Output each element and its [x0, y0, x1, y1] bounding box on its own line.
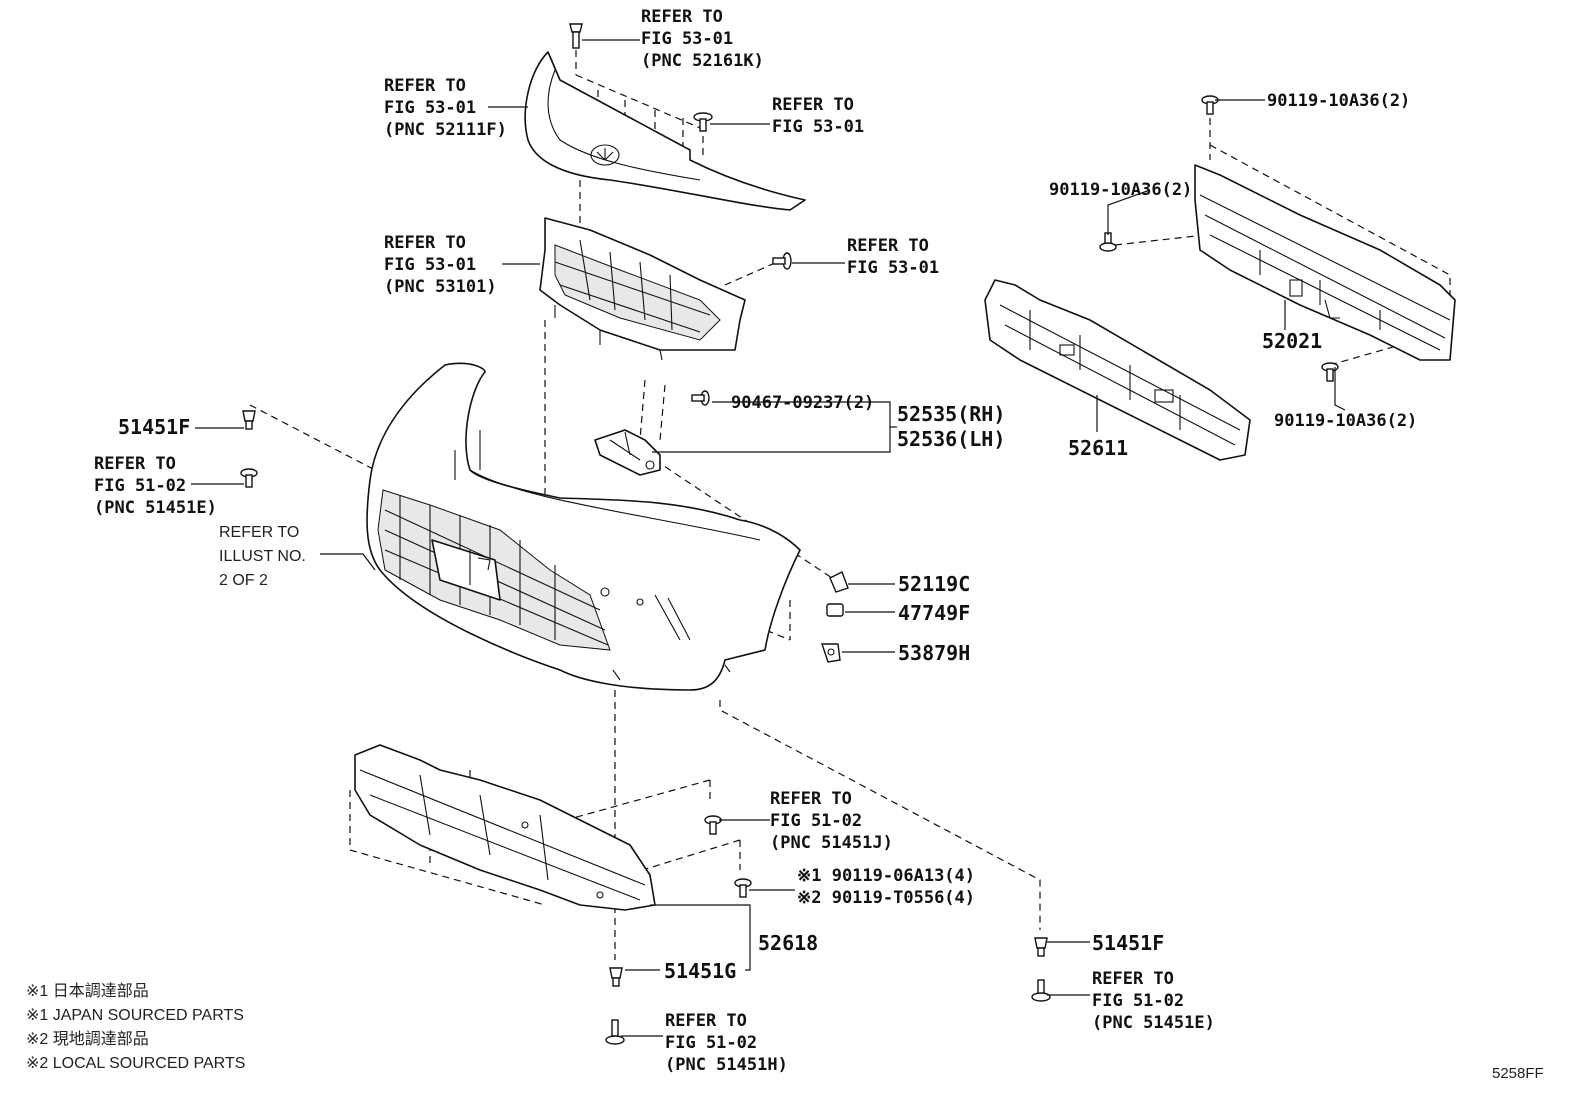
svg-text:FIG 53-01: FIG 53-01	[772, 117, 864, 137]
svg-text:FIG 51-02: FIG 51-02	[94, 476, 186, 496]
part-51451f-right: 51451F	[1092, 931, 1164, 955]
figure-code: 5258FF	[1492, 1065, 1544, 1082]
bolt-icon	[704, 815, 722, 835]
callout-ref-51451e-right: REFER TO FIG 51-02 (PNC 51451E)	[1092, 969, 1215, 1033]
callout-ref-illust: REFER TO ILLUST NO. 2 OF 2	[219, 524, 306, 589]
svg-text:FIG 53-01: FIG 53-01	[641, 29, 733, 49]
upper-reinforcement-beam	[1194, 164, 1456, 361]
svg-text:(PNC 51451J): (PNC 51451J)	[770, 833, 893, 853]
callout-ref-52161k: REFER TO FIG 53-01 (PNC 52161K)	[641, 7, 764, 71]
svg-text:REFER TO: REFER TO	[219, 524, 299, 541]
svg-text:REFER TO: REFER TO	[94, 454, 176, 474]
sourcing-legend: ※1 日本調達部品 ※1 JAPAN SOURCED PARTS ※2 現地調達…	[26, 982, 245, 1072]
svg-text:REFER TO: REFER TO	[1092, 969, 1174, 989]
svg-text:FIG 53-01: FIG 53-01	[384, 255, 476, 275]
part-52021: 52021	[1262, 329, 1322, 353]
callout-ref-53101: REFER TO FIG 53-01 (PNC 53101)	[384, 233, 497, 297]
part-90119-10a36-left: 90119-10A36(2)	[1049, 180, 1192, 200]
part-52119c: 52119C	[898, 572, 970, 596]
retainer-icon	[826, 603, 844, 617]
part-52536-lh: 52536(LH)	[897, 427, 1005, 451]
part-51451f-left: 51451F	[118, 415, 190, 439]
svg-text:REFER TO: REFER TO	[665, 1011, 747, 1031]
part-47749f: 47749F	[898, 601, 970, 625]
svg-text:(PNC 51451E): (PNC 51451E)	[1092, 1013, 1215, 1033]
part-90119-10a36-top: 90119-10A36(2)	[1267, 91, 1410, 111]
screw-icon	[691, 390, 710, 406]
screw-icon	[1321, 362, 1339, 382]
svg-text:REFER TO: REFER TO	[770, 789, 852, 809]
callout-labels: REFER TO FIG 53-01 (PNC 52161K) REFER TO…	[94, 7, 1417, 1075]
bolt-icon	[240, 468, 258, 488]
bumper-energy-absorber	[984, 279, 1251, 461]
bolt-icon	[1031, 979, 1051, 1002]
callout-ref-52111f: REFER TO FIG 53-01 (PNC 52111F)	[384, 76, 507, 140]
clip-icon	[609, 967, 623, 987]
radiator-grille-cover	[524, 51, 806, 211]
callout-ref-fig5301-upper: REFER TO FIG 53-01	[772, 95, 864, 137]
part-53879h: 53879H	[898, 641, 970, 665]
part-90119-10a36-bottom: 90119-10A36(2)	[1274, 411, 1417, 431]
callout-ref-fig5301-grille: REFER TO FIG 53-01	[847, 236, 939, 278]
bolt-icon	[605, 1019, 625, 1045]
front-bumper-cover	[366, 362, 801, 691]
fasteners	[240, 23, 1339, 1045]
part-90119-t0556: ※2 90119-T0556(4)	[797, 888, 975, 908]
screw-icon	[772, 252, 792, 270]
bolt-icon	[734, 878, 752, 898]
svg-text:REFER TO: REFER TO	[384, 76, 466, 96]
part-52535-rh: 52535(RH)	[897, 402, 1005, 426]
part-52611: 52611	[1068, 436, 1128, 460]
legend-line: ※1 日本調達部品	[26, 982, 149, 1000]
legend-line: ※1 JAPAN SOURCED PARTS	[26, 1007, 244, 1024]
clip-icon	[242, 410, 256, 430]
bracket-icon	[821, 643, 841, 663]
part-52618: 52618	[758, 931, 818, 955]
screw-icon	[693, 112, 713, 132]
svg-text:FIG 51-02: FIG 51-02	[665, 1033, 757, 1053]
part-51451g: 51451G	[664, 959, 736, 983]
svg-text:(PNC 51451E): (PNC 51451E)	[94, 498, 217, 518]
svg-text:(PNC 51451H): (PNC 51451H)	[665, 1055, 788, 1075]
svg-text:FIG 53-01: FIG 53-01	[384, 98, 476, 118]
legend-line: ※2 LOCAL SOURCED PARTS	[26, 1055, 245, 1072]
clip-icon	[1034, 937, 1048, 957]
svg-text:ILLUST NO.: ILLUST NO.	[219, 548, 306, 565]
svg-text:FIG 53-01: FIG 53-01	[847, 258, 939, 278]
svg-text:REFER TO: REFER TO	[772, 95, 854, 115]
part-90467-09237: 90467-09237(2)	[731, 393, 874, 413]
callout-ref-51451j: REFER TO FIG 51-02 (PNC 51451J)	[770, 789, 893, 853]
svg-text:(PNC 52111F): (PNC 52111F)	[384, 120, 507, 140]
screw-icon	[1099, 232, 1117, 252]
svg-text:(PNC 53101): (PNC 53101)	[384, 277, 497, 297]
front-grille	[539, 217, 746, 361]
callout-ref-51451h: REFER TO FIG 51-02 (PNC 51451H)	[665, 1011, 788, 1075]
svg-text:FIG 51-02: FIG 51-02	[770, 811, 862, 831]
svg-text:(PNC 52161K): (PNC 52161K)	[641, 51, 764, 71]
legend-line: ※2 現地調達部品	[26, 1030, 149, 1048]
leader-lines	[191, 39, 1346, 1037]
svg-text:REFER TO: REFER TO	[847, 236, 929, 256]
clip-icon	[829, 571, 849, 593]
callout-ref-51451e-left: REFER TO FIG 51-02 (PNC 51451E)	[94, 454, 217, 518]
svg-text:2 OF 2: 2 OF 2	[219, 572, 268, 589]
svg-text:FIG 51-02: FIG 51-02	[1092, 991, 1184, 1011]
svg-text:REFER TO: REFER TO	[384, 233, 466, 253]
clip-icon	[569, 23, 583, 49]
svg-text:REFER TO: REFER TO	[641, 7, 723, 27]
part-90119-06a13: ※1 90119-06A13(4)	[797, 866, 975, 886]
engine-under-cover	[354, 744, 656, 911]
screw-icon	[1201, 95, 1219, 115]
bumper-side-bracket	[594, 429, 661, 476]
